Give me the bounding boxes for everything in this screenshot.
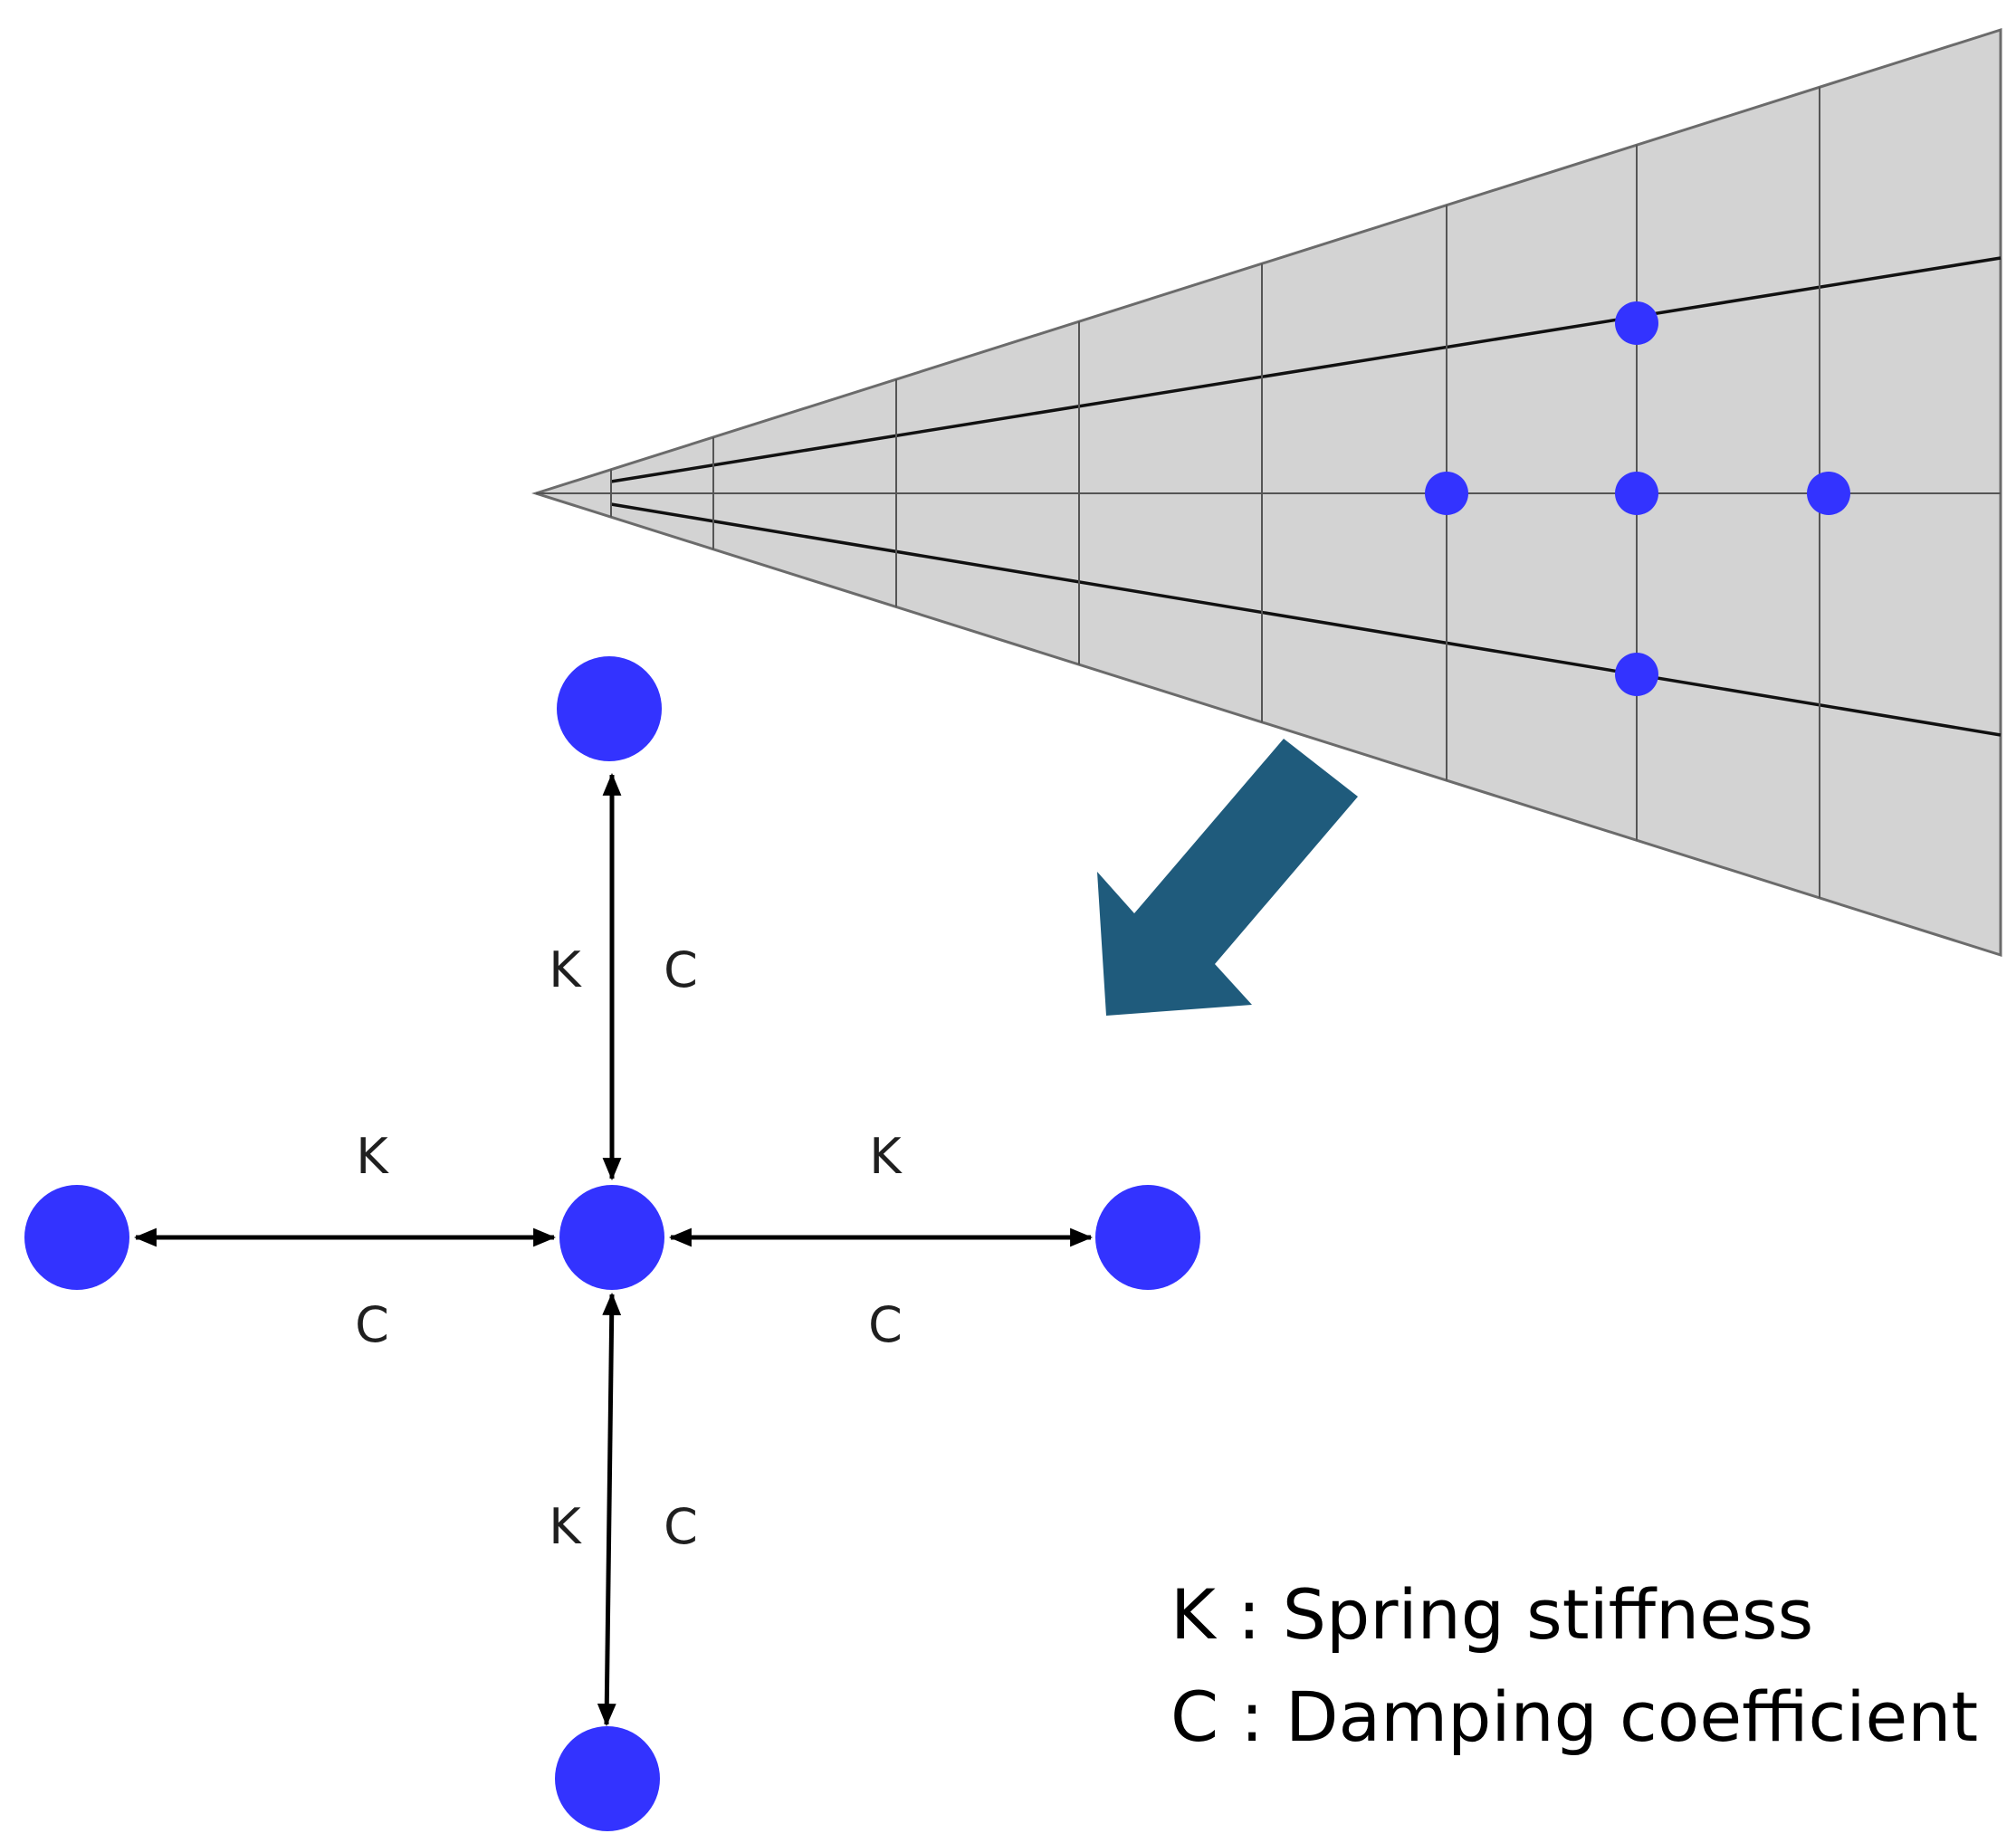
left-link-c-label: C (355, 1296, 389, 1353)
node-left (24, 1185, 129, 1290)
legend: K : Spring stiffness C : Damping coeffic… (1170, 1574, 1978, 1757)
mesh-node-top (1615, 301, 1658, 345)
bottom-link-c-label: C (664, 1498, 698, 1555)
right-link-c-label: C (868, 1296, 903, 1353)
mesh-node-center (1615, 472, 1658, 515)
mesh-nodes (1425, 301, 1850, 696)
mesh-node-right (1807, 472, 1850, 515)
legend-k-definition: K : Spring stiffness (1170, 1574, 1813, 1655)
thick-diagonal-arrow-icon (1097, 739, 1358, 1016)
mesh-node-bottom (1615, 653, 1658, 696)
node-right (1095, 1185, 1200, 1290)
legend-c-definition: C : Damping coefficient (1170, 1676, 1978, 1757)
node-center (559, 1185, 664, 1290)
left-link-k-label: K (356, 1128, 389, 1185)
node-top (557, 656, 662, 761)
node-bottom (555, 1726, 660, 1831)
mesh-node-left (1425, 472, 1468, 515)
top-link-c-label: C (664, 941, 698, 998)
bottom-link-k-label: K (549, 1498, 582, 1555)
mesh-radial-lines (536, 256, 2002, 737)
top-link-k-label: K (549, 941, 582, 998)
mesh-upper-line (610, 256, 2002, 483)
wedge-mesh (531, 27, 2002, 958)
link-bottom-arrow (597, 1292, 622, 1727)
mesh-lower-line (610, 502, 2002, 737)
right-link-k-label: K (869, 1128, 903, 1185)
node-model: K C K C K C K C (24, 656, 1200, 1831)
